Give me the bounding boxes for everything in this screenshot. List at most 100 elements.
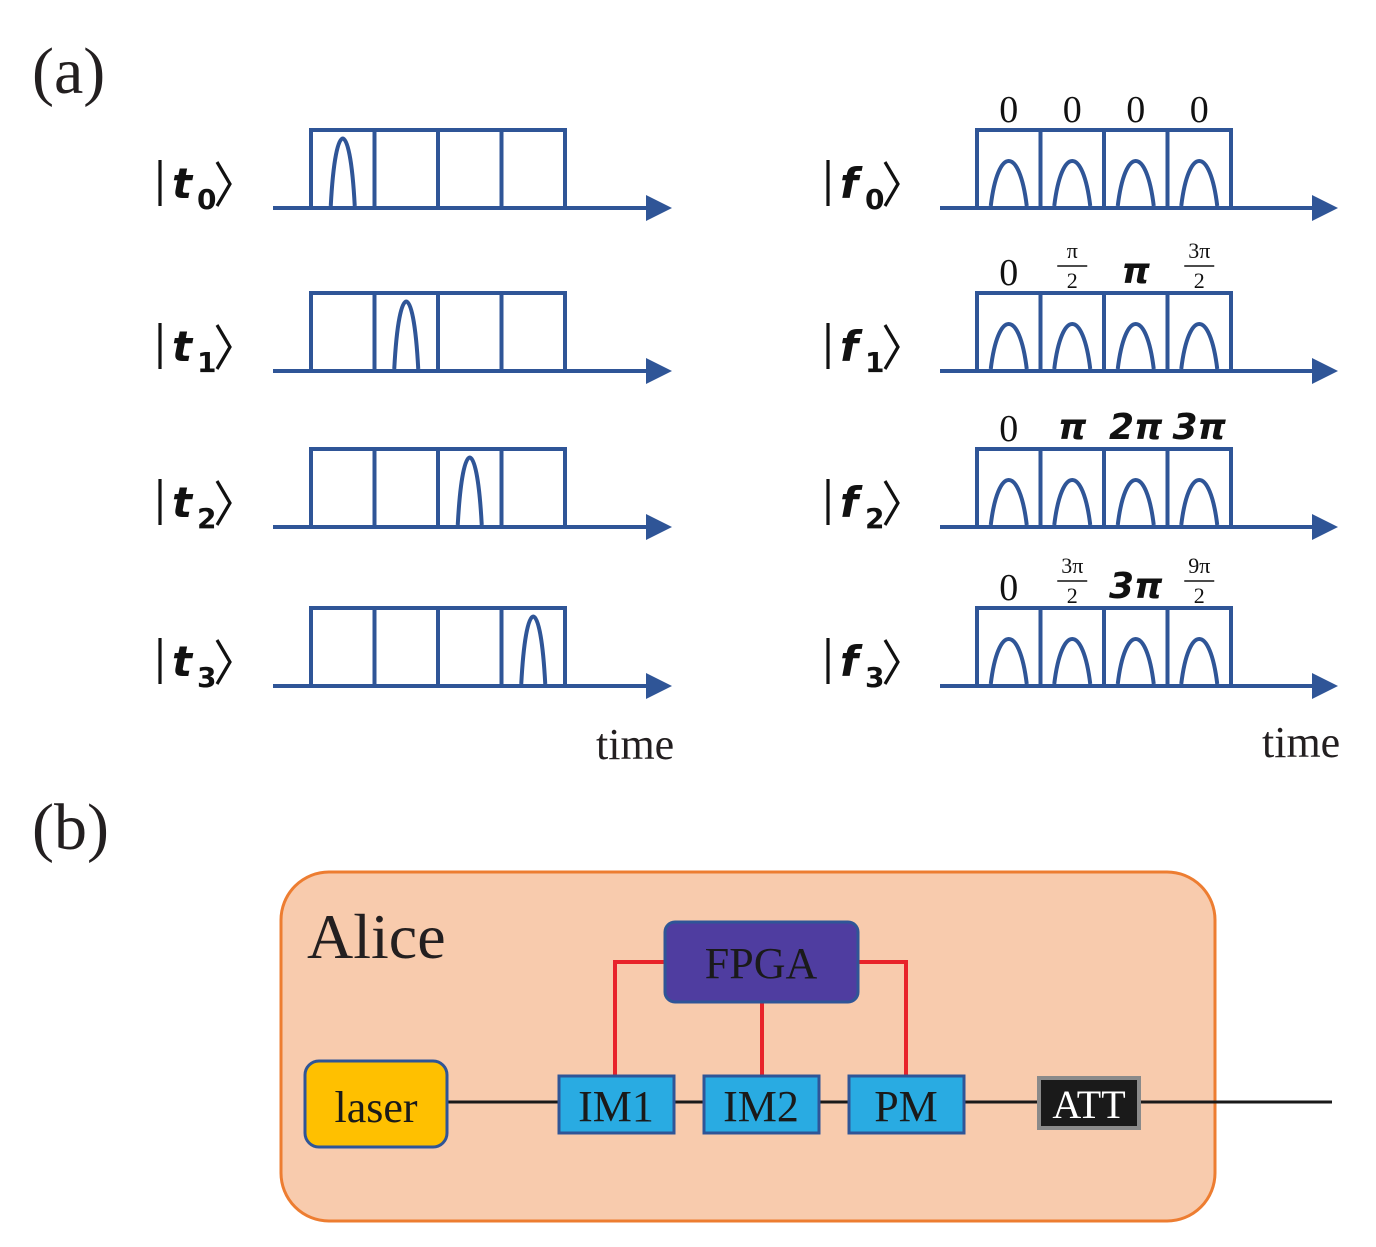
ket-symbol: t <box>172 322 194 371</box>
phase-denominator: 2 <box>1194 583 1205 608</box>
time-bin <box>1165 128 1233 210</box>
ket-subscript: 3 <box>865 661 884 694</box>
phase-label: 0 <box>1190 89 1209 131</box>
photon-pulse <box>988 478 1029 526</box>
phase-numerator: 3π <box>1188 238 1210 263</box>
time-bin <box>436 447 504 529</box>
axis-arrowhead <box>1312 673 1338 699</box>
time-bin <box>436 291 504 373</box>
ket-bracket <box>215 324 232 370</box>
phase-numerator: π <box>1067 238 1078 263</box>
ket-bracket <box>883 639 900 685</box>
phase-numerator: 9π <box>1188 553 1210 578</box>
ket-symbol: f <box>840 159 863 208</box>
time-bin <box>1102 128 1170 210</box>
phase-value: 3π <box>1109 566 1163 607</box>
phase-label: π <box>1058 407 1087 448</box>
phase-value: 0 <box>999 252 1018 294</box>
photon-pulse <box>1052 159 1093 207</box>
phase-label: 0 <box>999 89 1018 131</box>
phase-label: 0 <box>1063 89 1082 131</box>
control-line-im1 <box>613 960 665 1076</box>
fpga-box <box>663 920 860 1004</box>
photon-pulse <box>1179 322 1220 370</box>
alice-setup: Alice laser FPGA IM1 IM2 PM ATT <box>279 870 1332 1223</box>
photon-pulse <box>455 455 484 526</box>
alice-label: Alice <box>307 901 446 972</box>
im1-box <box>557 1074 676 1135</box>
ket-subscript: 2 <box>197 502 216 535</box>
ket-subscript: 3 <box>197 661 216 694</box>
photon-pulse <box>988 159 1029 207</box>
phase-value: 0 <box>999 408 1018 450</box>
photon-pulse <box>1052 322 1093 370</box>
axis-arrowhead <box>1312 358 1338 384</box>
time-bin <box>1038 291 1106 373</box>
ket-symbol: t <box>172 159 194 208</box>
ket-subscript: 0 <box>865 183 884 216</box>
time-bin <box>1102 606 1170 688</box>
time-bin <box>1165 291 1233 373</box>
axis-arrowhead <box>1312 195 1338 221</box>
time-bin <box>372 291 440 373</box>
photon-pulse <box>328 136 357 207</box>
ket-subscript: 0 <box>197 183 216 216</box>
photon-pulse <box>1052 637 1093 685</box>
phase-value: π <box>1058 407 1087 448</box>
time-bin <box>975 447 1043 529</box>
phase-denominator: 2 <box>1067 268 1078 293</box>
phase-label: 3π <box>1172 407 1226 448</box>
ket-subscript: 1 <box>865 346 884 379</box>
phase-value: 0 <box>1190 89 1209 131</box>
time-axis-label: time <box>596 720 674 769</box>
axis-arrowhead <box>646 673 672 699</box>
phase-label: 0 <box>999 567 1018 609</box>
ket-subscript: 1 <box>197 346 216 379</box>
im2-label: IM2 <box>723 1082 799 1131</box>
time-bin <box>1165 447 1233 529</box>
time-bin <box>309 128 377 210</box>
time-bin <box>499 128 567 210</box>
axis-arrowhead <box>646 358 672 384</box>
ket-bracket <box>215 161 232 207</box>
photon-pulse <box>1115 478 1156 526</box>
time-bin <box>1165 606 1233 688</box>
phase-label: 2π <box>1109 407 1163 448</box>
photon-pulse <box>1179 478 1220 526</box>
panel-b-label: (b) <box>32 791 109 864</box>
phase-value: π <box>1122 251 1151 292</box>
phase-value: 0 <box>1063 89 1082 131</box>
ket-bracket <box>215 480 232 526</box>
ket-symbol: f <box>840 322 863 371</box>
att-label: ATT <box>1052 1082 1125 1127</box>
ket-symbol: t <box>172 478 194 527</box>
photon-pulse <box>1115 159 1156 207</box>
fpga-label: FPGA <box>705 939 818 988</box>
ket-symbol: t <box>172 637 194 686</box>
photon-pulse <box>988 637 1029 685</box>
phase-label: 0 <box>999 408 1018 450</box>
time-bin <box>1102 291 1170 373</box>
time-bin <box>309 447 377 529</box>
laser-box <box>303 1059 449 1149</box>
time-bin <box>309 291 377 373</box>
time-axis-label: time <box>1262 718 1340 767</box>
photon-pulse <box>1179 159 1220 207</box>
time-bin <box>309 606 377 688</box>
